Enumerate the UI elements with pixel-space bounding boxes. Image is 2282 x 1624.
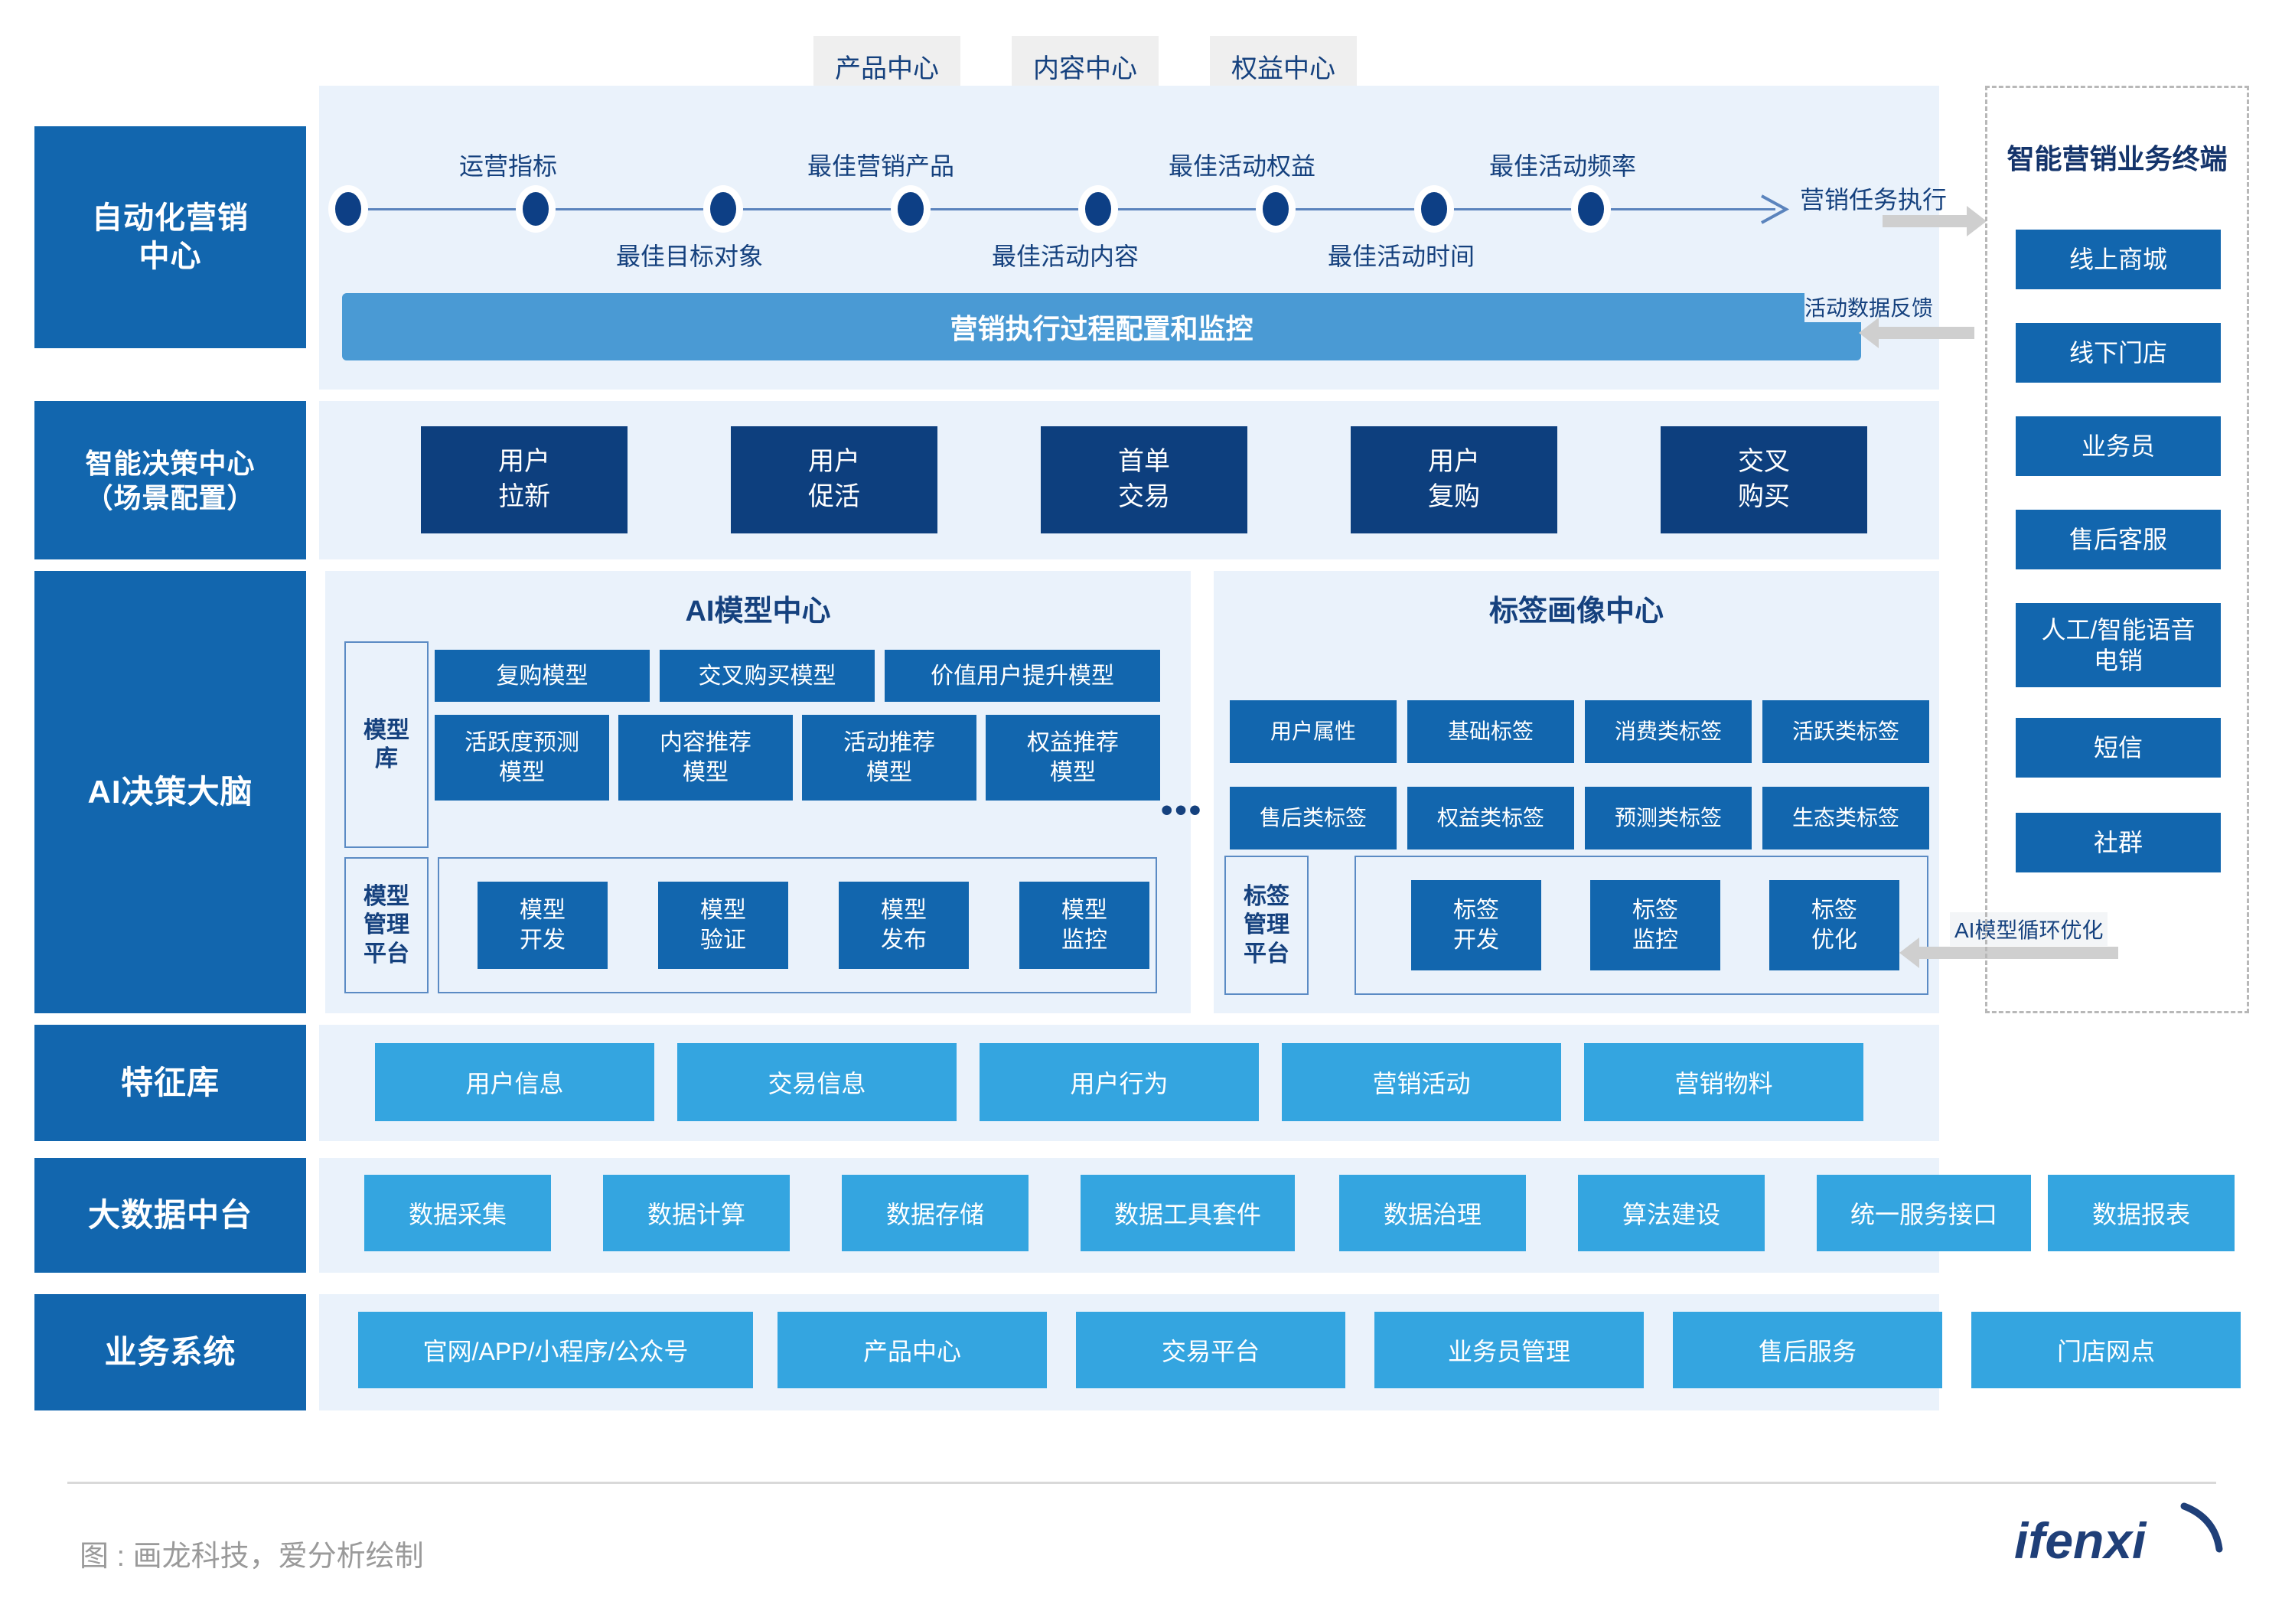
tag-platform-item[interactable]: 标签 优化 <box>1769 880 1899 970</box>
timeline-label-bottom: 最佳目标对象 <box>616 243 764 270</box>
bigdata-item[interactable]: 数据报表 <box>2048 1175 2235 1251</box>
feedback-arrow-body <box>1879 327 1974 339</box>
ai-model-center-title: AI模型中心 <box>685 595 831 628</box>
model-platform-item[interactable]: 模型 验证 <box>658 882 788 969</box>
terminal-item[interactable]: 线下门店 <box>2016 323 2221 383</box>
model-platform-label: 模型 管理 平台 <box>344 857 429 993</box>
business-item[interactable]: 产品中心 <box>778 1312 1047 1388</box>
spine-label-decision: 智能决策中心 （场景配置） <box>34 401 306 559</box>
feedback-label: 活动数据反馈 <box>1804 292 1934 322</box>
bigdata-item[interactable]: 数据计算 <box>603 1175 790 1251</box>
timeline-node <box>710 192 736 226</box>
model-ellipsis-icon: ••• <box>1161 791 1204 829</box>
tag-box[interactable]: 生态类标签 <box>1762 787 1929 850</box>
terminal-out-arrow-body <box>1883 215 1967 227</box>
model-box[interactable]: 内容推荐 模型 <box>618 715 793 801</box>
model-box[interactable]: 活跃度预测 模型 <box>435 715 609 801</box>
tag-box[interactable]: 权益类标签 <box>1407 787 1574 850</box>
feature-item[interactable]: 营销物料 <box>1584 1043 1863 1121</box>
spine-label-feature: 特征库 <box>34 1025 306 1141</box>
terminal-item[interactable]: 社群 <box>2016 813 2221 872</box>
terminal-panel <box>1985 86 2249 1013</box>
feature-item[interactable]: 交易信息 <box>677 1043 957 1121</box>
model-platform-item[interactable]: 模型 发布 <box>839 882 969 969</box>
terminal-item[interactable]: 线上商城 <box>2016 230 2221 289</box>
spine-label-bigdata: 大数据中台 <box>34 1158 306 1273</box>
decision-box[interactable]: 用户 促活 <box>731 426 937 533</box>
model-box[interactable]: 活动推荐 模型 <box>802 715 976 801</box>
bigdata-item[interactable]: 数据工具套件 <box>1081 1175 1295 1251</box>
bigdata-item[interactable]: 数据存储 <box>842 1175 1029 1251</box>
feedback-arrow-head <box>1859 318 1879 348</box>
model-box[interactable]: 复购模型 <box>435 650 650 702</box>
timeline-exec-label: 营销任务执行 <box>1800 186 1948 214</box>
feature-item[interactable]: 用户信息 <box>375 1043 654 1121</box>
loop-label: AI模型循环优化 <box>1950 912 2108 946</box>
business-item[interactable]: 门店网点 <box>1971 1312 2241 1388</box>
timeline-label-top: 最佳营销产品 <box>807 152 955 180</box>
decision-box[interactable]: 首单 交易 <box>1041 426 1247 533</box>
terminal-item[interactable]: 短信 <box>2016 718 2221 778</box>
footer-source: 图 : 画龙科技，爱分析绘制 <box>80 1541 424 1573</box>
decision-box[interactable]: 用户 复购 <box>1351 426 1557 533</box>
bigdata-item[interactable]: 数据采集 <box>364 1175 551 1251</box>
model-library-label: 模型 库 <box>344 641 429 848</box>
timeline-label-top: 最佳活动频率 <box>1489 152 1637 180</box>
timeline-node <box>1578 192 1604 226</box>
bigdata-item[interactable]: 统一服务接口 <box>1817 1175 2031 1251</box>
terminal-item[interactable]: 人工/智能语音 电销 <box>2016 603 2221 687</box>
timeline-line <box>348 208 1775 210</box>
timeline-label-top: 最佳活动权益 <box>1169 152 1316 180</box>
tag-box[interactable]: 活跃类标签 <box>1762 700 1929 763</box>
timeline-node <box>1085 192 1111 226</box>
bigdata-item[interactable]: 数据治理 <box>1339 1175 1526 1251</box>
timeline-arrow-head <box>1761 194 1790 224</box>
decision-box[interactable]: 交叉 购买 <box>1661 426 1867 533</box>
timeline-node <box>335 192 361 226</box>
footer-divider <box>67 1482 2216 1484</box>
timeline-node <box>898 192 924 226</box>
decision-box[interactable]: 用户 拉新 <box>421 426 628 533</box>
exec-process-bar: 营销执行过程配置和监控 <box>342 293 1861 360</box>
model-box[interactable]: 权益推荐 模型 <box>986 715 1160 801</box>
logo-swoosh-icon <box>2180 1502 2223 1553</box>
model-box[interactable]: 交叉购买模型 <box>660 650 875 702</box>
tag-platform-item[interactable]: 标签 监控 <box>1590 880 1720 970</box>
terminal-item[interactable]: 业务员 <box>2016 416 2221 476</box>
tag-box[interactable]: 售后类标签 <box>1230 787 1397 850</box>
timeline-node <box>1421 192 1447 226</box>
business-item[interactable]: 官网/APP/小程序/公众号 <box>358 1312 753 1388</box>
terminal-title: 智能营销业务终端 <box>2007 143 2228 174</box>
timeline-label-bottom: 最佳活动内容 <box>992 243 1139 270</box>
spine-label-ai-brain: AI决策大脑 <box>34 571 306 1013</box>
feature-item[interactable]: 营销活动 <box>1282 1043 1561 1121</box>
tag-platform-label: 标签 管理 平台 <box>1224 856 1309 995</box>
tag-box[interactable]: 消费类标签 <box>1585 700 1752 763</box>
model-platform-item[interactable]: 模型 监控 <box>1019 882 1149 969</box>
bigdata-item[interactable]: 算法建设 <box>1578 1175 1765 1251</box>
business-item[interactable]: 交易平台 <box>1076 1312 1345 1388</box>
model-box[interactable]: 价值用户提升模型 <box>885 650 1160 702</box>
loop-arrow-head <box>1899 938 1919 968</box>
tag-box[interactable]: 基础标签 <box>1407 700 1574 763</box>
model-platform-item[interactable]: 模型 开发 <box>478 882 608 969</box>
tag-box[interactable]: 预测类标签 <box>1585 787 1752 850</box>
terminal-out-arrow-head <box>1967 206 1987 236</box>
terminal-item[interactable]: 售后客服 <box>2016 510 2221 569</box>
business-item[interactable]: 售后服务 <box>1673 1312 1942 1388</box>
timeline-node <box>1263 192 1289 226</box>
feature-item[interactable]: 用户行为 <box>980 1043 1259 1121</box>
timeline-label-top: 运营指标 <box>459 152 558 180</box>
timeline-node <box>523 192 549 226</box>
tag-box[interactable]: 用户属性 <box>1230 700 1397 763</box>
business-item[interactable]: 业务员管理 <box>1374 1312 1644 1388</box>
ifenxi-logo: ifenxi <box>2014 1512 2147 1569</box>
tag-center-title: 标签画像中心 <box>1488 595 1664 628</box>
spine-label-automation: 自动化营销 中心 <box>34 126 306 348</box>
timeline-label-bottom: 最佳活动时间 <box>1328 243 1475 270</box>
spine-label-business: 业务系统 <box>34 1294 306 1410</box>
tag-platform-item[interactable]: 标签 开发 <box>1411 880 1541 970</box>
loop-arrow-body <box>1919 947 2118 959</box>
